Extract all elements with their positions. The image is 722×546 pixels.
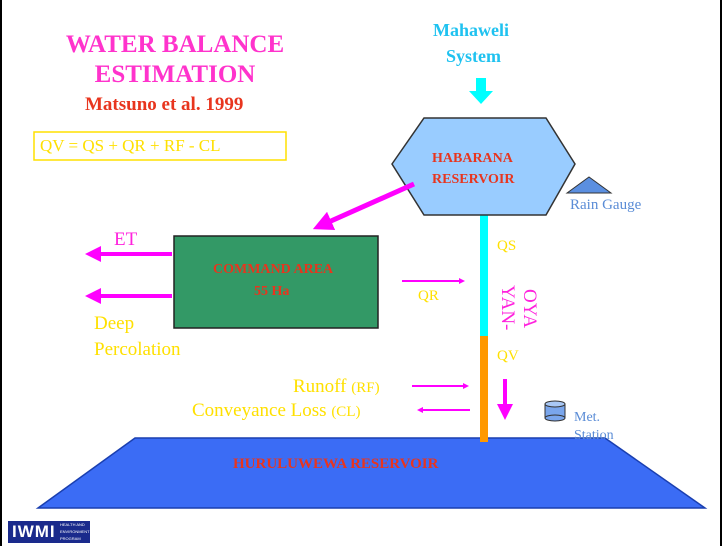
iwmi-logo-text: IWMI [12, 522, 56, 541]
rain-gauge-label: Rain Gauge [570, 197, 642, 213]
et-label: ET [114, 229, 138, 250]
iwmi-logo-sub3: PROGRAM [60, 536, 81, 541]
yan-oya-line2: OYA [519, 289, 540, 329]
runoff-abbr: (RF) [351, 380, 380, 396]
iwmi-logo-sub2: ENVIRONMENT [60, 529, 90, 534]
met-station-shape [544, 400, 566, 422]
citation: Matsuno et al. 1999 [85, 94, 244, 115]
channel-upper [480, 211, 488, 336]
habarana-reservoir-shape [391, 117, 576, 216]
deep-percolation-line2: Percolation [94, 339, 181, 360]
runoff-label: Runoff (RF) [293, 376, 380, 398]
qr-label: QR [418, 288, 439, 304]
yan-oya-line1: YAN- [497, 285, 518, 331]
title-line1: WATER BALANCE [65, 31, 285, 58]
qs-label: QS [497, 238, 517, 254]
mahaweli-label-line2: System [446, 46, 501, 66]
command-area-label-line2: 55 Ha [254, 284, 290, 299]
rain-gauge-shape [565, 176, 613, 194]
habarana-label-line2: RESERVOIR [432, 172, 515, 187]
runoff-text: Runoff [293, 376, 347, 397]
met-station-line1: Met. [574, 410, 601, 425]
equation-box [33, 131, 287, 161]
huruluwewa-label: HURULUWEWA RESERVOIR [233, 456, 439, 472]
conveyance-abbr: (CL) [331, 404, 361, 420]
deep-percolation-line1: Deep [94, 313, 135, 334]
equation-text: QV = QS + QR + RF - CL [40, 136, 221, 155]
qv-label: QV [497, 348, 519, 364]
title-line2: ESTIMATION [94, 61, 256, 88]
slide-border-right [720, 0, 722, 546]
iwmi-logo: IWMI HEALTH AND ENVIRONMENT PROGRAM [8, 521, 90, 543]
habarana-label-line1: HABARANA [432, 151, 513, 166]
channel-lower [480, 336, 488, 442]
release-arrow [312, 181, 416, 231]
command-area-shape [173, 235, 379, 329]
conveyance-label: Conveyance Loss (CL) [192, 400, 360, 422]
slide-border-left [0, 0, 2, 546]
met-station-line2: Station [574, 428, 614, 443]
mahaweli-inflow-arrow [469, 78, 493, 104]
mahaweli-label-line1: Mahaweli [433, 20, 509, 40]
iwmi-logo-sub1: HEALTH AND [60, 522, 85, 527]
huruluwewa-reservoir-shape [35, 437, 708, 509]
command-area-label-line1: COMMAND AREA [213, 262, 334, 277]
conveyance-text: Conveyance Loss [192, 400, 327, 421]
